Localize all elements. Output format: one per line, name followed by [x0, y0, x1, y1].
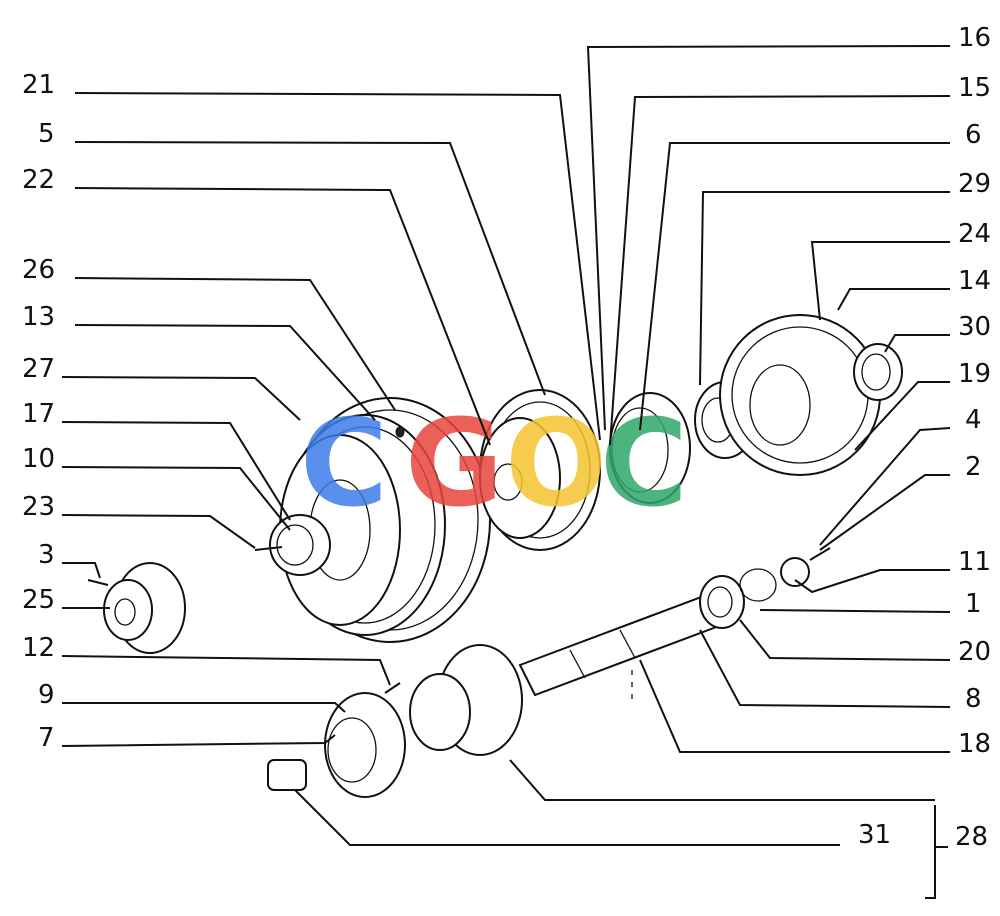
callout-6: 6 — [965, 120, 982, 150]
callouts-left: 21 5 22 26 13 27 17 10 23 3 25 12 9 7 — [22, 70, 55, 753]
callout-10: 10 — [22, 444, 55, 474]
callout-2: 2 — [965, 452, 982, 482]
callout-18: 18 — [958, 729, 991, 759]
callout-25: 25 — [22, 585, 55, 615]
hub-part — [254, 514, 331, 576]
callout-22: 22 — [22, 165, 55, 195]
callouts-right: 16 15 6 29 24 14 30 19 4 2 11 1 20 8 18 — [958, 23, 991, 759]
callout-28: 28 — [955, 822, 988, 852]
callout-19: 19 — [958, 359, 991, 389]
callout-14: 14 — [958, 266, 991, 296]
callout-5: 5 — [38, 119, 55, 149]
small-parts-right — [739, 547, 831, 602]
small-gear — [324, 692, 406, 798]
callout-31: 31 — [858, 820, 891, 850]
callout-24: 24 — [958, 219, 991, 249]
callouts-bottom: 31 28 — [858, 820, 988, 852]
callout-15: 15 — [958, 73, 991, 103]
toothed-ring — [609, 392, 691, 504]
callout-3: 3 — [38, 540, 55, 570]
large-gear-ring — [719, 314, 881, 476]
callout-23: 23 — [22, 492, 55, 522]
leader-lines — [61, 45, 951, 899]
watermark-letter: O — [505, 395, 607, 534]
callout-16: 16 — [958, 23, 991, 53]
callout-9: 9 — [38, 680, 55, 710]
watermark-letter: G — [405, 395, 504, 534]
callout-17: 17 — [22, 399, 55, 429]
callout-20: 20 — [958, 637, 991, 667]
callout-13: 13 — [22, 302, 55, 332]
callout-8: 8 — [965, 684, 982, 714]
callout-1: 1 — [965, 589, 982, 619]
watermark-letter: C — [300, 395, 388, 534]
planet-carrier — [384, 644, 523, 756]
bearing — [699, 575, 745, 629]
watermark: C G O C — [300, 395, 688, 534]
callout-11: 11 — [958, 547, 991, 577]
middle-drum — [479, 389, 601, 551]
block-part — [267, 759, 307, 791]
callout-29: 29 — [958, 169, 991, 199]
large-drum-assembly — [279, 397, 491, 643]
end-cover — [87, 562, 186, 654]
callout-27: 27 — [22, 354, 55, 384]
watermark-letter: C — [600, 395, 688, 534]
seal-ring — [853, 343, 903, 401]
callout-12: 12 — [22, 633, 55, 663]
callout-30: 30 — [958, 312, 991, 342]
callout-26: 26 — [22, 255, 55, 285]
callout-4: 4 — [965, 405, 982, 435]
callout-7: 7 — [38, 723, 55, 753]
callout-21: 21 — [22, 70, 55, 100]
